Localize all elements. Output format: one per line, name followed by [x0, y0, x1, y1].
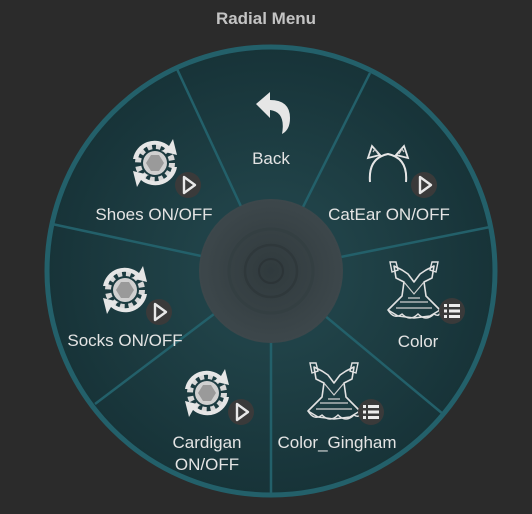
- back-arrow-icon: [256, 92, 290, 134]
- hub-inner-ring: [243, 243, 299, 299]
- menu-item-label: Color: [398, 332, 439, 351]
- submenu-icon: [358, 399, 384, 425]
- menu-item-cardigan[interactable]: Cardigan ON/OFF: [173, 369, 256, 474]
- menu-item-label-line2: ON/OFF: [175, 455, 239, 474]
- window-title: Radial Menu: [215, 9, 317, 28]
- play-icon: [144, 297, 174, 327]
- cat-ear-headband-icon: [366, 144, 410, 183]
- play-icon: [226, 397, 256, 427]
- submenu-icon: [439, 298, 465, 324]
- menu-item-label: CatEar ON/OFF: [328, 205, 450, 224]
- menu-item-color-gingham[interactable]: Color_Gingham: [277, 362, 397, 452]
- menu-item-color[interactable]: Color: [387, 261, 465, 351]
- play-icon: [173, 170, 203, 200]
- center-hub[interactable]: [199, 199, 343, 343]
- menu-item-label: Back: [252, 149, 290, 168]
- menu-item-label: Color_Gingham: [277, 433, 396, 452]
- menu-item-label-line1: Cardigan: [173, 433, 242, 452]
- menu-item-socks[interactable]: Socks ON/OFF: [67, 266, 183, 350]
- menu-item-catear[interactable]: CatEar ON/OFF: [328, 144, 450, 224]
- hub-core: [258, 258, 284, 284]
- menu-item-label: Shoes ON/OFF: [95, 205, 212, 224]
- hub-ring: [227, 227, 315, 315]
- menu-item-label: Socks ON/OFF: [67, 331, 182, 350]
- play-icon: [409, 170, 439, 200]
- menu-item-back[interactable]: Back: [252, 92, 290, 168]
- menu-item-shoes[interactable]: Shoes ON/OFF: [95, 139, 213, 224]
